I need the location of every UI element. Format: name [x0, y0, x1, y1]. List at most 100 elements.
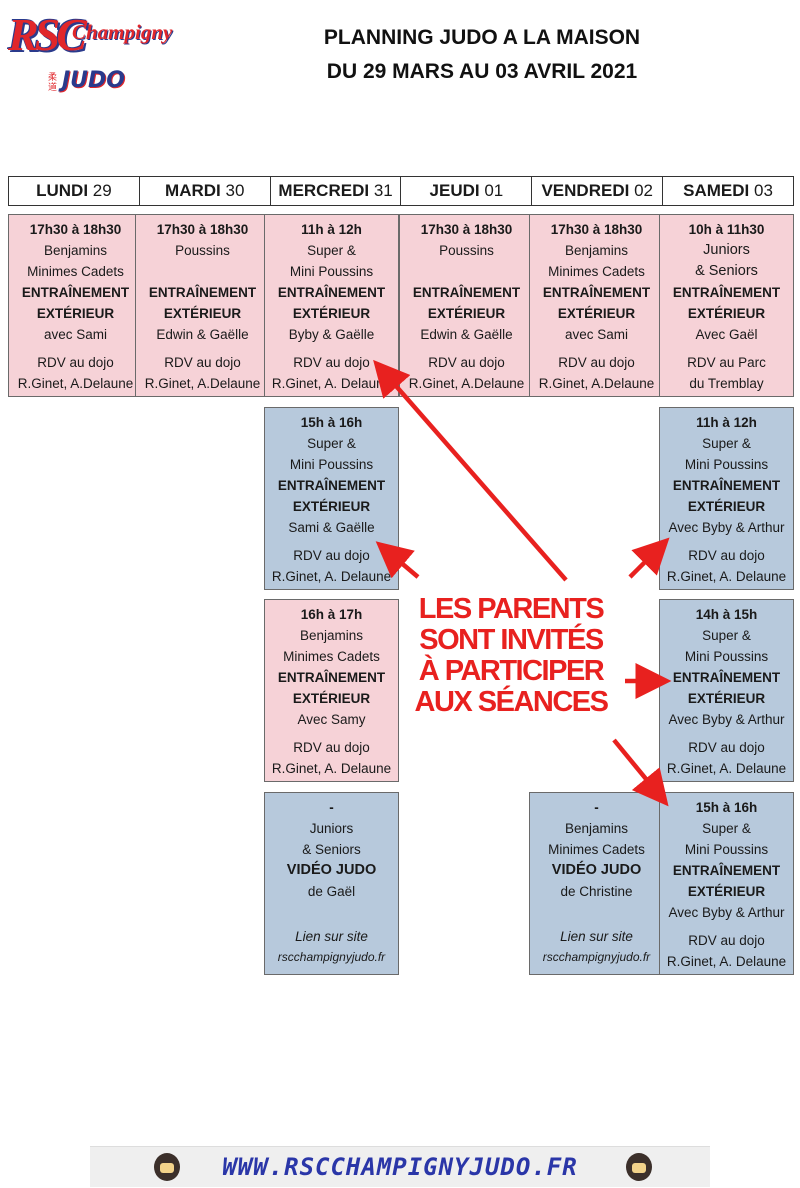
arrow-to-sat-3	[612, 738, 669, 807]
session-place: RDV au Parc	[687, 355, 766, 370]
day-header: SAMEDI 03	[662, 177, 793, 205]
session-place: RDV au dojo	[37, 355, 114, 370]
session-type: VIDÉO JUDO	[551, 862, 642, 878]
session-type: EXTÉRIEUR	[557, 306, 636, 321]
session-group: Juniors	[309, 821, 354, 836]
session-card: 15h à 16h Super & Mini Poussins ENTRAÎNE…	[659, 792, 794, 975]
session-group: Poussins	[175, 243, 230, 258]
session-place: R.Ginet, A. Delaune	[271, 376, 392, 391]
session-type: EXTÉRIEUR	[687, 884, 766, 899]
session-time: -	[329, 800, 334, 815]
session-place: RDV au dojo	[293, 355, 370, 370]
session-time: 15h à 16h	[300, 415, 363, 430]
session-type: ENTRAÎNEMENT	[21, 285, 130, 300]
session-coach: Edwin & Gaëlle	[420, 327, 513, 342]
session-type: EXTÉRIEUR	[292, 306, 371, 321]
session-place: RDV au dojo	[688, 548, 765, 563]
session-place: RDV au dojo	[688, 740, 765, 755]
session-place: R.Ginet, A. Delaune	[271, 761, 392, 776]
session-time: 10h à 11h30	[688, 222, 765, 237]
day-header: JEUDI 01	[400, 177, 531, 205]
session-group: Minimes Cadets	[548, 264, 645, 279]
session-card: 17h30 à 18h30 Benjamins Minimes Cadets E…	[529, 214, 664, 397]
session-place: RDV au dojo	[558, 355, 635, 370]
session-group: Benjamins	[43, 243, 108, 258]
session-type: ENTRAÎNEMENT	[672, 478, 781, 493]
session-time: 14h à 15h	[695, 607, 758, 622]
session-card: 11h à 12h Super & Mini Poussins ENTRAÎNE…	[659, 407, 794, 590]
video-link-label: Lien sur site	[295, 929, 368, 944]
session-card: 17h30 à 18h30 Poussins ENTRAÎNEMENT EXTÉ…	[399, 214, 534, 397]
arrow-to-wed-2	[375, 541, 420, 579]
session-place: R.Ginet, A. Delaune	[666, 954, 787, 969]
session-type: EXTÉRIEUR	[427, 306, 506, 321]
session-group: Mini Poussins	[684, 842, 769, 857]
logo-rsc: RSC	[8, 9, 87, 60]
session-card: 17h30 à 18h30 Benjamins Minimes Cadets E…	[8, 214, 143, 397]
session-type: EXTÉRIEUR	[163, 306, 242, 321]
session-card: 14h à 15h Super & Mini Poussins ENTRAÎNE…	[659, 599, 794, 782]
day-header: MARDI 30	[138, 177, 270, 205]
session-time: 17h30 à 18h30	[29, 222, 122, 237]
day-header-row: LUNDI 29 MARDI 30 MERCREDI 31 JEUDI 01 V…	[8, 176, 794, 206]
samurai-mask-icon	[626, 1153, 652, 1181]
session-type: ENTRAÎNEMENT	[672, 670, 781, 685]
session-coach: de Gaël	[307, 884, 356, 899]
session-type: EXTÉRIEUR	[687, 499, 766, 514]
session-place: du Tremblay	[689, 376, 764, 391]
session-card: 10h à 11h30 Juniors & Seniors ENTRAÎNEME…	[659, 214, 794, 397]
session-group: Minimes Cadets	[283, 649, 380, 664]
arrow-to-sat-1	[628, 537, 670, 579]
session-type: VIDÉO JUDO	[286, 862, 377, 878]
session-group: Mini Poussins	[289, 457, 374, 472]
arrow-to-wed-1	[373, 359, 568, 582]
session-coach: Avec Samy	[297, 712, 366, 727]
page-subtitle: DU 29 MARS AU 03 AVRIL 2021	[326, 60, 638, 83]
logo-kanji: 柔道	[48, 72, 58, 92]
session-group: & Seniors	[695, 263, 758, 279]
video-link-label: Lien sur site	[560, 929, 633, 944]
session-card: 15h à 16h Super & Mini Poussins ENTRAÎNE…	[264, 407, 399, 590]
session-type: EXTÉRIEUR	[292, 691, 371, 706]
session-group: Minimes Cadets	[27, 264, 124, 279]
session-group: Poussins	[439, 243, 494, 258]
session-group: Juniors	[703, 242, 750, 258]
video-link[interactable]: rscchampignyjudo.fr	[277, 950, 386, 964]
session-place: R.Ginet, A. Delaune	[666, 569, 787, 584]
parents-line: AUX SÉANCES	[414, 686, 610, 718]
session-time: 11h à 12h	[301, 222, 362, 237]
logo-champigny: Champigny	[72, 20, 173, 44]
session-place: RDV au dojo	[164, 355, 241, 370]
session-coach: avec Sami	[43, 327, 108, 342]
page-title: PLANNING JUDO A LA MAISON	[323, 26, 641, 49]
samurai-mask-icon	[154, 1153, 180, 1181]
session-group: Super &	[307, 436, 356, 451]
session-type: ENTRAÎNEMENT	[277, 670, 386, 685]
session-coach: Avec Byby & Arthur	[668, 905, 785, 920]
parents-line: À PARTICIPER	[418, 655, 605, 687]
session-time: 16h à 17h	[300, 607, 363, 622]
video-link[interactable]: rscchampignyjudo.fr	[542, 950, 651, 964]
footer-url[interactable]: WWW.RSCCHAMPIGNYJUDO.FR	[222, 1153, 578, 1181]
footer-banner: WWW.RSCCHAMPIGNYJUDO.FR	[90, 1146, 710, 1187]
session-place: RDV au dojo	[688, 933, 765, 948]
session-type: ENTRAÎNEMENT	[277, 478, 386, 493]
session-time: 15h à 16h	[695, 800, 758, 815]
session-type: ENTRAÎNEMENT	[277, 285, 386, 300]
session-type: EXTÉRIEUR	[687, 691, 766, 706]
session-group: Minimes Cadets	[548, 842, 645, 857]
session-place: R.Ginet, A.Delaune	[144, 376, 261, 391]
session-group: Super &	[702, 628, 751, 643]
session-place: R.Ginet, A.Delaune	[17, 376, 134, 391]
session-time: 11h à 12h	[696, 415, 757, 430]
session-place: RDV au dojo	[293, 740, 370, 755]
club-logo: RSC Champigny 柔道 JUDO	[4, 6, 174, 96]
session-card: 16h à 17h Benjamins Minimes Cadets ENTRA…	[264, 599, 399, 782]
day-header: MERCREDI 31	[269, 177, 401, 205]
session-coach: de Christine	[560, 884, 633, 899]
session-group: Benjamins	[564, 821, 629, 836]
session-group: & Seniors	[302, 842, 361, 857]
session-coach: Avec Byby & Arthur	[668, 520, 785, 535]
session-group: Super &	[702, 436, 751, 451]
session-card: 17h30 à 18h30 Poussins ENTRAÎNEMENT EXTÉ…	[135, 214, 270, 397]
